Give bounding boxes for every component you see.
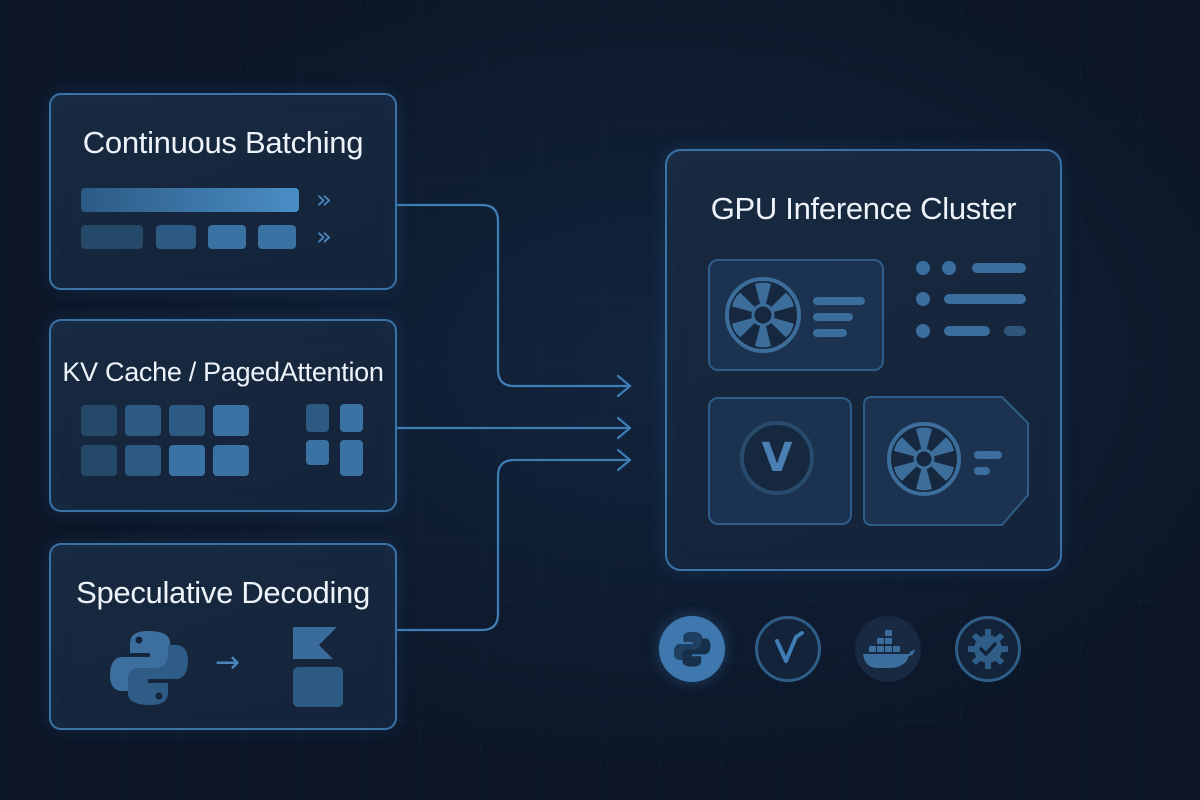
kv-cache-block bbox=[213, 445, 249, 476]
vllm-logo-icon: V bbox=[740, 421, 814, 495]
vllm-badge-icon[interactable] bbox=[755, 616, 821, 682]
status-bar bbox=[944, 294, 1026, 304]
gpu-unit[interactable] bbox=[708, 259, 884, 371]
kv-page-block bbox=[306, 440, 329, 465]
continuous-batching-title: Continuous Batching bbox=[82, 125, 364, 160]
kv-page-block bbox=[340, 404, 363, 432]
python-logo-icon bbox=[673, 631, 711, 667]
python-badge-icon[interactable] bbox=[659, 616, 725, 682]
speculative-decoding-title: Speculative Decoding bbox=[76, 575, 370, 610]
gpu-unit-secondary[interactable] bbox=[862, 395, 1032, 529]
status-line bbox=[813, 329, 847, 337]
gear-check-icon bbox=[968, 629, 1008, 669]
kv-cache-title: KV Cache / PagedAttention bbox=[62, 357, 384, 387]
connector-speculative bbox=[396, 458, 632, 632]
kv-cache-block bbox=[169, 445, 205, 476]
vllm-unit[interactable]: V bbox=[708, 397, 852, 525]
vllm-letter: V bbox=[761, 435, 793, 481]
draft-model-icon bbox=[293, 627, 343, 707]
settings-check-badge-icon[interactable] bbox=[955, 616, 1021, 682]
arrowhead-speculative bbox=[616, 448, 632, 472]
arrowhead-batching bbox=[616, 374, 632, 398]
batch-block bbox=[156, 225, 196, 249]
chevrons-icon: » bbox=[316, 185, 332, 215]
continuous-batching-card[interactable]: Continuous Batching » » bbox=[49, 93, 397, 290]
batch-block bbox=[81, 225, 143, 249]
kv-cache-block bbox=[125, 445, 161, 476]
chevrons-icon: » bbox=[316, 222, 332, 252]
kv-cache-card[interactable]: KV Cache / PagedAttention bbox=[49, 319, 397, 512]
gpu-fan-icon bbox=[725, 277, 801, 353]
batch-block bbox=[208, 225, 246, 249]
docker-badge-icon[interactable] bbox=[855, 616, 921, 682]
status-bar bbox=[944, 326, 990, 336]
status-dot bbox=[916, 292, 930, 306]
status-bar bbox=[972, 263, 1026, 273]
batch-bar bbox=[81, 188, 299, 212]
status-dot bbox=[916, 324, 930, 338]
status-line bbox=[813, 313, 853, 321]
kv-cache-block bbox=[125, 405, 161, 436]
speculative-decoding-card[interactable]: Speculative Decoding → bbox=[49, 543, 397, 730]
gpu-inference-cluster-title: GPU Inference Cluster bbox=[710, 191, 1017, 226]
arrow-right-icon: → bbox=[215, 645, 241, 680]
kv-page-block bbox=[340, 440, 363, 476]
batch-block bbox=[258, 225, 296, 249]
status-dot bbox=[916, 261, 930, 275]
status-bar bbox=[1004, 326, 1026, 336]
kv-cache-block bbox=[213, 405, 249, 436]
arrowhead-kv-cache bbox=[616, 416, 632, 440]
gpu-inference-cluster-card[interactable]: GPU Inference Cluster V bbox=[665, 149, 1062, 571]
status-line bbox=[813, 297, 865, 305]
kv-cache-block bbox=[81, 405, 117, 436]
python-logo-icon bbox=[110, 631, 188, 705]
kv-cache-block bbox=[81, 445, 117, 476]
kv-page-block bbox=[306, 404, 329, 432]
vllm-logo-icon bbox=[775, 631, 804, 663]
status-dot bbox=[942, 261, 956, 275]
docker-whale-icon bbox=[863, 630, 915, 668]
connector-batching bbox=[396, 203, 632, 388]
kv-cache-block bbox=[169, 405, 205, 436]
